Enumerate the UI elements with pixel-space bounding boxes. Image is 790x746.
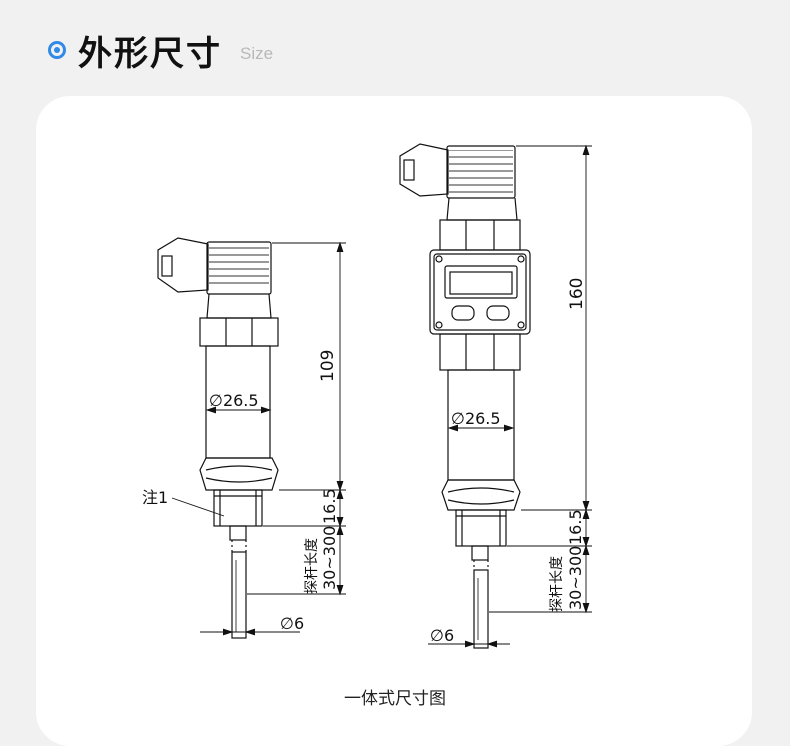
left-height-label: 109: [318, 350, 338, 382]
left-probe-length-value: 30~300: [320, 526, 339, 590]
drawing-card: [36, 96, 752, 746]
section-header: 外形尺寸 Size: [48, 28, 274, 74]
drawing-caption: 一体式尺寸图: [344, 689, 446, 709]
left-note-label: 注1: [142, 488, 168, 507]
dimension-drawing: 109 ∅26.5 16.5 注1 探杆长度 30~300 ∅6 160 ∅26…: [142, 143, 592, 649]
right-sensor: [399, 143, 531, 649]
right-diameter-label: ∅26.5: [451, 409, 501, 428]
right-probe-length-label: 探杆长度: [549, 556, 565, 612]
bullet-circle-icon: [48, 41, 66, 59]
left-sensor: [157, 237, 279, 639]
right-probe-length-value: 30~300: [566, 546, 585, 610]
left-diameter-label: ∅26.5: [209, 391, 259, 410]
left-probe-length-label: 探杆长度: [304, 538, 320, 594]
right-probe-diameter-label: ∅6: [430, 626, 454, 645]
left-probe-diameter-label: ∅6: [280, 614, 304, 633]
right-dimensions: [428, 144, 592, 648]
section-title: 外形尺寸: [78, 33, 222, 74]
left-thread-height-label: 16.5: [320, 488, 339, 524]
left-dimensions: [171, 241, 346, 636]
right-height-label: 160: [567, 278, 587, 310]
right-thread-height-label: 16.5: [566, 509, 585, 545]
section-subtitle: Size: [240, 44, 274, 63]
